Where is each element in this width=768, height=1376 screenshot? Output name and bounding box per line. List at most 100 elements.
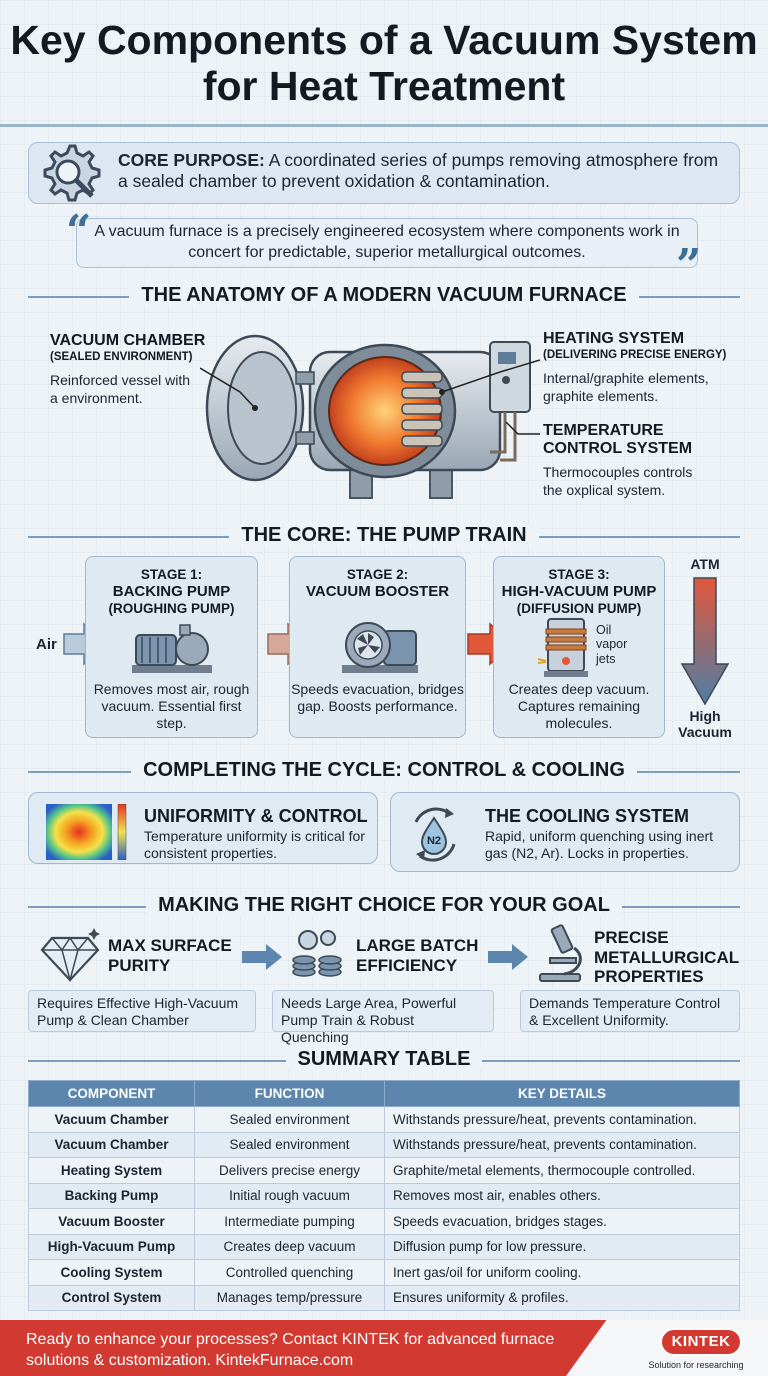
chamber-title: VACUUM CHAMBER <box>50 332 206 349</box>
cooling-cycle-icon <box>414 807 456 862</box>
chamber-body: Reinforced vessel with a environment. <box>50 372 191 406</box>
goal-arrow-2-icon <box>488 944 528 970</box>
stage-1-subtitle: (ROUGHING PUMP) <box>108 601 235 616</box>
goal-2-body: Needs Large Area, Powerful Pump Train & … <box>272 990 494 1045</box>
stage-1-card: STAGE 1: BACKING PUMP (ROUGHING PUMP) Re… <box>85 556 258 738</box>
chamber-subtitle: (SEALED ENVIRONMENT) <box>50 351 193 363</box>
table-cell: Withstands pressure/heat, prevents conta… <box>384 1106 740 1133</box>
control-body: Thermocouples controls the oxplical syst… <box>543 464 693 498</box>
table-cell: Intermediate pumping <box>194 1208 385 1235</box>
column-header-function: FUNCTION <box>194 1080 385 1107</box>
n2-icon-label: N2 <box>426 835 442 847</box>
pump-heading-text: THE CORE: THE PUMP TRAIN <box>229 524 539 546</box>
table-cell: Ensures uniformity & profiles. <box>384 1284 740 1311</box>
goal-1-title: MAX SURFACE PURITY <box>108 936 232 975</box>
uniformity-title: UNIFORMITY & CONTROL <box>144 806 368 826</box>
goals-heading-text: MAKING THE RIGHT CHOICE FOR YOUR GOAL <box>146 894 622 916</box>
cycle-heading: COMPLETING THE CYCLE: CONTROL & COOLING <box>0 757 768 787</box>
heating-body: Internal/graphite elements, graphite ele… <box>543 370 709 404</box>
stage-2-description: Speeds evacuation, bridges gap. Boosts p… <box>291 681 464 714</box>
table-cell: Diffusion pump for low pressure. <box>384 1233 740 1260</box>
core-purpose-body: A coordinated series of pumps removing a… <box>118 150 719 191</box>
title-divider <box>0 124 768 127</box>
table-cell: Speeds evacuation, bridges stages. <box>384 1208 740 1235</box>
cooling-card <box>390 792 740 872</box>
diffusion-pump-icon <box>538 618 588 677</box>
stage-1-name: BACKING PUMP <box>112 583 231 600</box>
stage-2-card: STAGE 2: VACUUM BOOSTER Speeds evacuatio… <box>289 556 466 738</box>
oil-vapor-jets-label: Oil vapor jets <box>596 623 628 666</box>
table-cell: High-Vacuum Pump <box>28 1233 195 1260</box>
uniformity-body: Temperature uniformity is critical for c… <box>144 828 365 861</box>
cooling-body: Rapid, uniform quenching using inert gas… <box>485 828 714 861</box>
anatomy-heading-text: THE ANATOMY OF A MODERN VACUUM FURNACE <box>129 284 639 306</box>
table-cell: Removes most air, enables others. <box>384 1182 740 1209</box>
goal-3-title: PRECISE METALLURGICAL PROPERTIES <box>594 928 739 987</box>
stage-3-subtitle: (DIFFUSION PUMP) <box>516 601 642 616</box>
page-title: Key Components of a Vacuum System for He… <box>10 17 758 109</box>
table-cell: Initial rough vacuum <box>194 1182 385 1209</box>
backing-pump-icon <box>132 624 212 673</box>
table-cell: Vacuum Chamber <box>28 1131 195 1158</box>
heating-subtitle: (DELIVERING PRECISE ENERGY) <box>543 349 727 361</box>
control-title: TEMPERATURE CONTROL SYSTEM <box>543 422 693 458</box>
heatmap-icon <box>46 804 127 860</box>
core-purpose-text: CORE PURPOSE: A coordinated series of pu… <box>118 150 728 192</box>
stage-3-name: HIGH-VACUUM PUMP <box>501 583 657 600</box>
table-cell: Sealed environment <box>194 1106 385 1133</box>
goals-heading: MAKING THE RIGHT CHOICE FOR YOUR GOAL <box>0 892 768 922</box>
gear-magnifier-icon <box>43 144 101 202</box>
heating-title: HEATING SYSTEM <box>543 330 685 347</box>
table-cell: Vacuum Booster <box>28 1208 195 1235</box>
summary-heading: SUMMARY TABLE <box>0 1046 768 1076</box>
cooling-title: THE COOLING SYSTEM <box>485 806 690 826</box>
table-cell: Cooling System <box>28 1259 195 1286</box>
stage-3-card: STAGE 3: HIGH-VACUUM PUMP (DIFFUSION PUM… <box>493 556 665 738</box>
atm-label: ATM <box>690 556 720 572</box>
pressure-gradient-arrow-icon <box>680 577 730 706</box>
stage-1-description: Removes most air, rough vacuum. Essentia… <box>93 681 250 731</box>
pump-heading: THE CORE: THE PUMP TRAIN <box>0 522 768 552</box>
column-header-component: COMPONENT <box>28 1080 195 1107</box>
diamond-icon <box>40 928 100 982</box>
core-purpose-box <box>28 142 740 204</box>
goal-3-body: Demands Temperature Control & Excellent … <box>520 990 740 1032</box>
table-cell: Manages temp/pressure <box>194 1284 385 1311</box>
table-cell: Heating System <box>28 1157 195 1184</box>
air-label: Air <box>36 636 57 653</box>
table-cell: Vacuum Chamber <box>28 1106 195 1133</box>
stage-2-name: VACUUM BOOSTER <box>305 583 450 600</box>
stage-3-description: Creates deep vacuum. Captures remaining … <box>508 681 650 731</box>
table-cell: Inert gas/oil for uniform cooling. <box>384 1259 740 1286</box>
table-cell: Controlled quenching <box>194 1259 385 1286</box>
footer-cta-link[interactable]: Ready to enhance your processes? Contact… <box>26 1331 555 1369</box>
table-cell: Backing Pump <box>28 1182 195 1209</box>
summary-table-header-row: COMPONENT FUNCTION KEY DETAILS <box>28 1080 740 1107</box>
cycle-heading-text: COMPLETING THE CYCLE: CONTROL & COOLING <box>131 759 637 781</box>
logo-tagline: Solution for researching <box>648 1360 744 1370</box>
quote-text: A vacuum furnace is a precisely engineer… <box>94 223 680 261</box>
core-purpose-label: CORE PURPOSE: <box>118 150 265 170</box>
goal-1-body: Requires Effective High-Vacuum Pump & Cl… <box>28 990 256 1032</box>
microscope-icon <box>539 924 582 982</box>
goal-2-title: LARGE BATCH EFFICIENCY <box>356 936 479 975</box>
gears-and-coins-icon <box>292 930 342 977</box>
high-vacuum-label: High Vacuum <box>678 708 732 741</box>
summary-heading-text: SUMMARY TABLE <box>285 1048 483 1070</box>
open-quote-icon: “ <box>66 206 92 257</box>
table-cell: Delivers precise energy <box>194 1157 385 1184</box>
stage-2-number: STAGE 2: <box>346 567 409 582</box>
column-header-key-details: KEY DETAILS <box>384 1080 740 1107</box>
vacuum-booster-icon <box>342 622 418 673</box>
stage-1-number: STAGE 1: <box>140 567 203 582</box>
table-cell: Withstands pressure/heat, prevents conta… <box>384 1131 740 1158</box>
kintek-logo[interactable]: KINTEK <box>660 1328 742 1356</box>
anatomy-heading: THE ANATOMY OF A MODERN VACUUM FURNACE <box>0 282 768 312</box>
table-cell: Creates deep vacuum <box>194 1233 385 1260</box>
